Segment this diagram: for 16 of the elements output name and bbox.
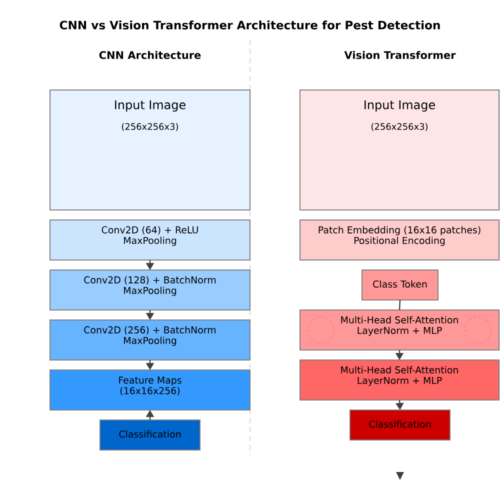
input-image-box: Input Image (256x256x3) (300, 90, 500, 210)
column-heading: Vision Transformer (344, 50, 456, 60)
layer-box: Conv2D (128) + BatchNorm MaxPooling (50, 270, 250, 310)
column-heading: CNN Architecture (99, 50, 201, 60)
connector-line (398, 300, 401, 310)
token-box: Class Token (362, 270, 438, 300)
feature-map-box: Feature Maps (16x16x256) (50, 370, 250, 410)
attention-block-box: Multi-Head Self-Attention LayerNorm + MLP (300, 360, 500, 400)
layer-box: Conv2D (64) + ReLU MaxPooling (50, 220, 250, 260)
input-image-box: Input Image (256x256x3) (50, 90, 250, 210)
output-box: Classification (350, 410, 450, 440)
output-box: Classification (100, 420, 200, 450)
title: CNN vs Vision Transformer Architecture for Pest Detection (60, 20, 440, 30)
attention-block-box: Multi-Head Self-Attention LayerNorm + MLP (300, 310, 500, 350)
embedding-box: Patch Embedding (16x16 patches) Positional Encoding (300, 220, 500, 260)
layer-box: Conv2D (256) + BatchNorm MaxPooling (50, 320, 250, 360)
